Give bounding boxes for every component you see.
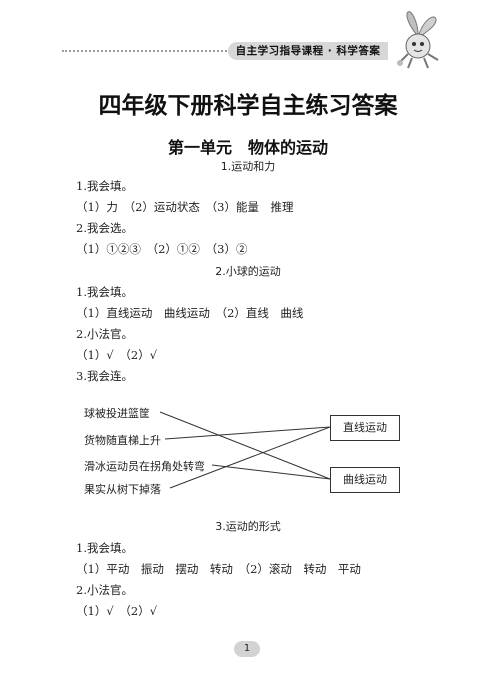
question-heading: 1.我会填。 bbox=[76, 179, 133, 193]
section-title: 1.运动和力 bbox=[220, 160, 276, 173]
header-banner: 自主学习指导课程 · 科学答案 bbox=[228, 42, 388, 60]
match-box-right: 曲线运动 bbox=[330, 467, 400, 493]
match-item-left: 货物随直梯上升 bbox=[84, 434, 161, 447]
mascot-icon bbox=[397, 11, 439, 69]
question-heading: 2.小法官。 bbox=[76, 583, 133, 597]
page-number: 1 bbox=[234, 641, 260, 657]
match-box-right: 直线运动 bbox=[330, 415, 400, 441]
answer-line: （1）①②③ （2）①② （3）② bbox=[76, 242, 248, 256]
answer-line: （1）直线运动 曲线运动 （2）直线 曲线 bbox=[76, 306, 304, 320]
match-item-left: 果实从树下掉落 bbox=[84, 483, 161, 496]
section-title: 2.小球的运动 bbox=[215, 265, 281, 278]
section-title: 3.运动的形式 bbox=[215, 520, 281, 533]
match-connector bbox=[169, 426, 331, 489]
answer-line: （1）√ （2）√ bbox=[76, 604, 158, 618]
match-connector bbox=[164, 426, 331, 440]
match-connector bbox=[211, 464, 331, 480]
unit-title: 第一单元 物体的运动 bbox=[167, 138, 328, 157]
question-heading: 2.小法官。 bbox=[76, 327, 133, 341]
question-heading: 2.我会选。 bbox=[76, 221, 133, 235]
answer-line: （1）力 （2）运动状态 （3）能量 推理 bbox=[76, 200, 294, 214]
header-dotted-rule bbox=[62, 50, 230, 52]
match-item-left: 球被投进篮筐 bbox=[84, 407, 150, 420]
match-connector bbox=[159, 411, 331, 480]
question-heading: 3.我会连。 bbox=[76, 369, 133, 383]
match-item-left: 滑冰运动员在拐角处转弯 bbox=[84, 460, 205, 473]
document-title: 四年级下册科学自主练习答案 bbox=[98, 92, 398, 119]
answer-line: （1）√ （2）√ bbox=[76, 348, 158, 362]
question-heading: 1.我会填。 bbox=[76, 285, 133, 299]
question-heading: 1.我会填。 bbox=[76, 541, 133, 555]
answer-line: （1）平动 振动 摆动 转动 （2）滚动 转动 平动 bbox=[76, 562, 361, 576]
